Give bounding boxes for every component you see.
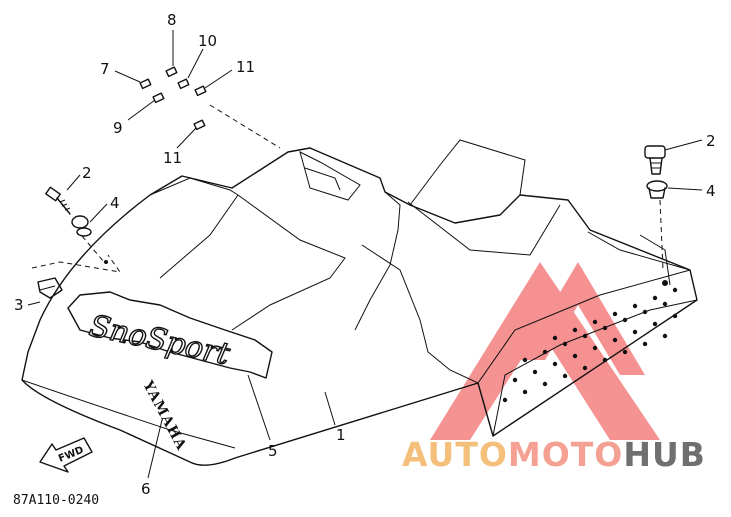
callout-5: 5 [268,442,278,460]
watermark-hub: HUB [623,435,706,474]
watermark-moto: MOTO [508,435,623,474]
callout-6: 6 [141,480,151,498]
grommet-guide-line [81,235,105,263]
part-code: 87A110-0240 [13,493,99,508]
panel-hole-pattern [502,280,678,403]
callout-2-right: 2 [706,132,716,150]
clip-part-3 [37,277,63,299]
callout-2-left: 2 [82,164,92,182]
watermark-auto: AUTO [402,435,508,474]
watermark-triangle-icon [430,262,660,440]
small-clips-parts-7-11 [139,66,207,131]
callout-3: 3 [14,296,24,314]
callout-1: 1 [336,426,346,444]
clip-guide-line [31,254,122,273]
grommet-left-part-4 [71,215,92,237]
callout-11-top: 11 [236,58,255,76]
callout-numbers: 1 2 2 3 4 4 5 6 7 8 9 10 11 11 [14,11,716,498]
callout-7: 7 [100,60,110,78]
right-guide-line [659,199,664,271]
callout-4-right: 4 [706,182,716,200]
callout-9: 9 [113,119,123,137]
forward-arrow-icon: FWD [39,437,93,473]
callout-leaders [27,30,703,479]
snosport-decal-part-5: SnoSport [67,291,273,379]
watermark-text: AUTOMOTOHUB [402,435,706,474]
callout-11-lower: 11 [163,149,182,167]
bolt-right-part-2 [644,145,666,175]
hood-part-1 [21,139,698,466]
decal-text: SnoSport [86,309,233,373]
callout-8: 8 [167,11,177,29]
callout-10: 10 [198,32,217,50]
callout-4-left: 4 [110,194,120,212]
clip-top-guide-line [209,104,281,149]
grommet-right-part-4 [646,180,668,199]
bolt-left-part-2 [45,186,71,215]
